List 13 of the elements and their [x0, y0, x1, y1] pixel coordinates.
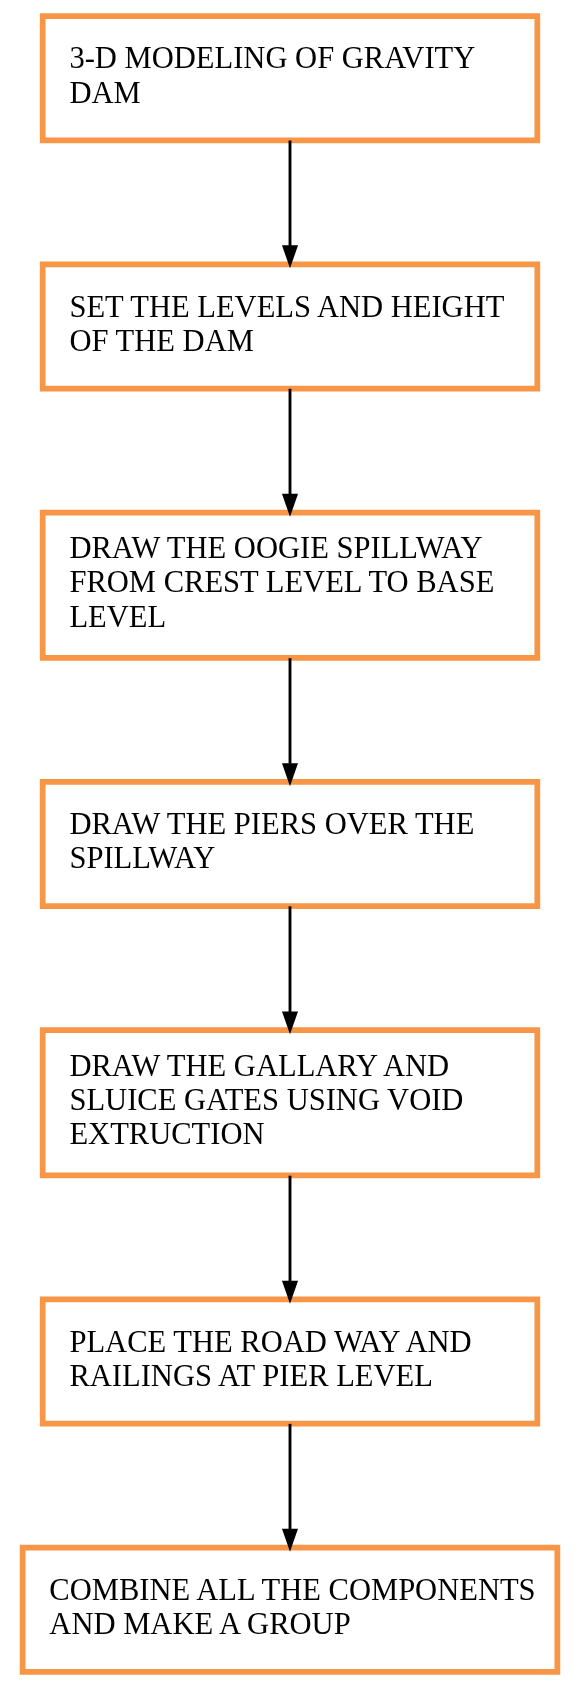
node-box: SET THE LEVELS AND HEIGHT OF THE DAM [39, 261, 540, 392]
arrow [281, 1175, 298, 1304]
arrow [281, 906, 298, 1035]
arrow [281, 140, 298, 269]
arrow [281, 658, 298, 787]
node-box: DRAW THE GALLARY AND SLUICE GATES USING VOID EXTRUCTION [39, 1027, 540, 1179]
node-box: 3-D MODELING OF GRAVITY DAM [39, 13, 540, 144]
node-box: COMBINE ALL THE COMPONENTS AND MAKE A GROUP [19, 1544, 560, 1675]
arrow [281, 388, 298, 517]
node-box: DRAW THE OOGIE SPILLWAY FROM CREST LEVEL TO BASE LEVEL [39, 509, 540, 661]
node-box: PLACE THE ROAD WAY AND RAILINGS AT PIER LEVEL [39, 1296, 540, 1427]
arrow [281, 1423, 298, 1552]
node-box: DRAW THE PIERS OVER THE SPILLWAY [39, 779, 540, 909]
